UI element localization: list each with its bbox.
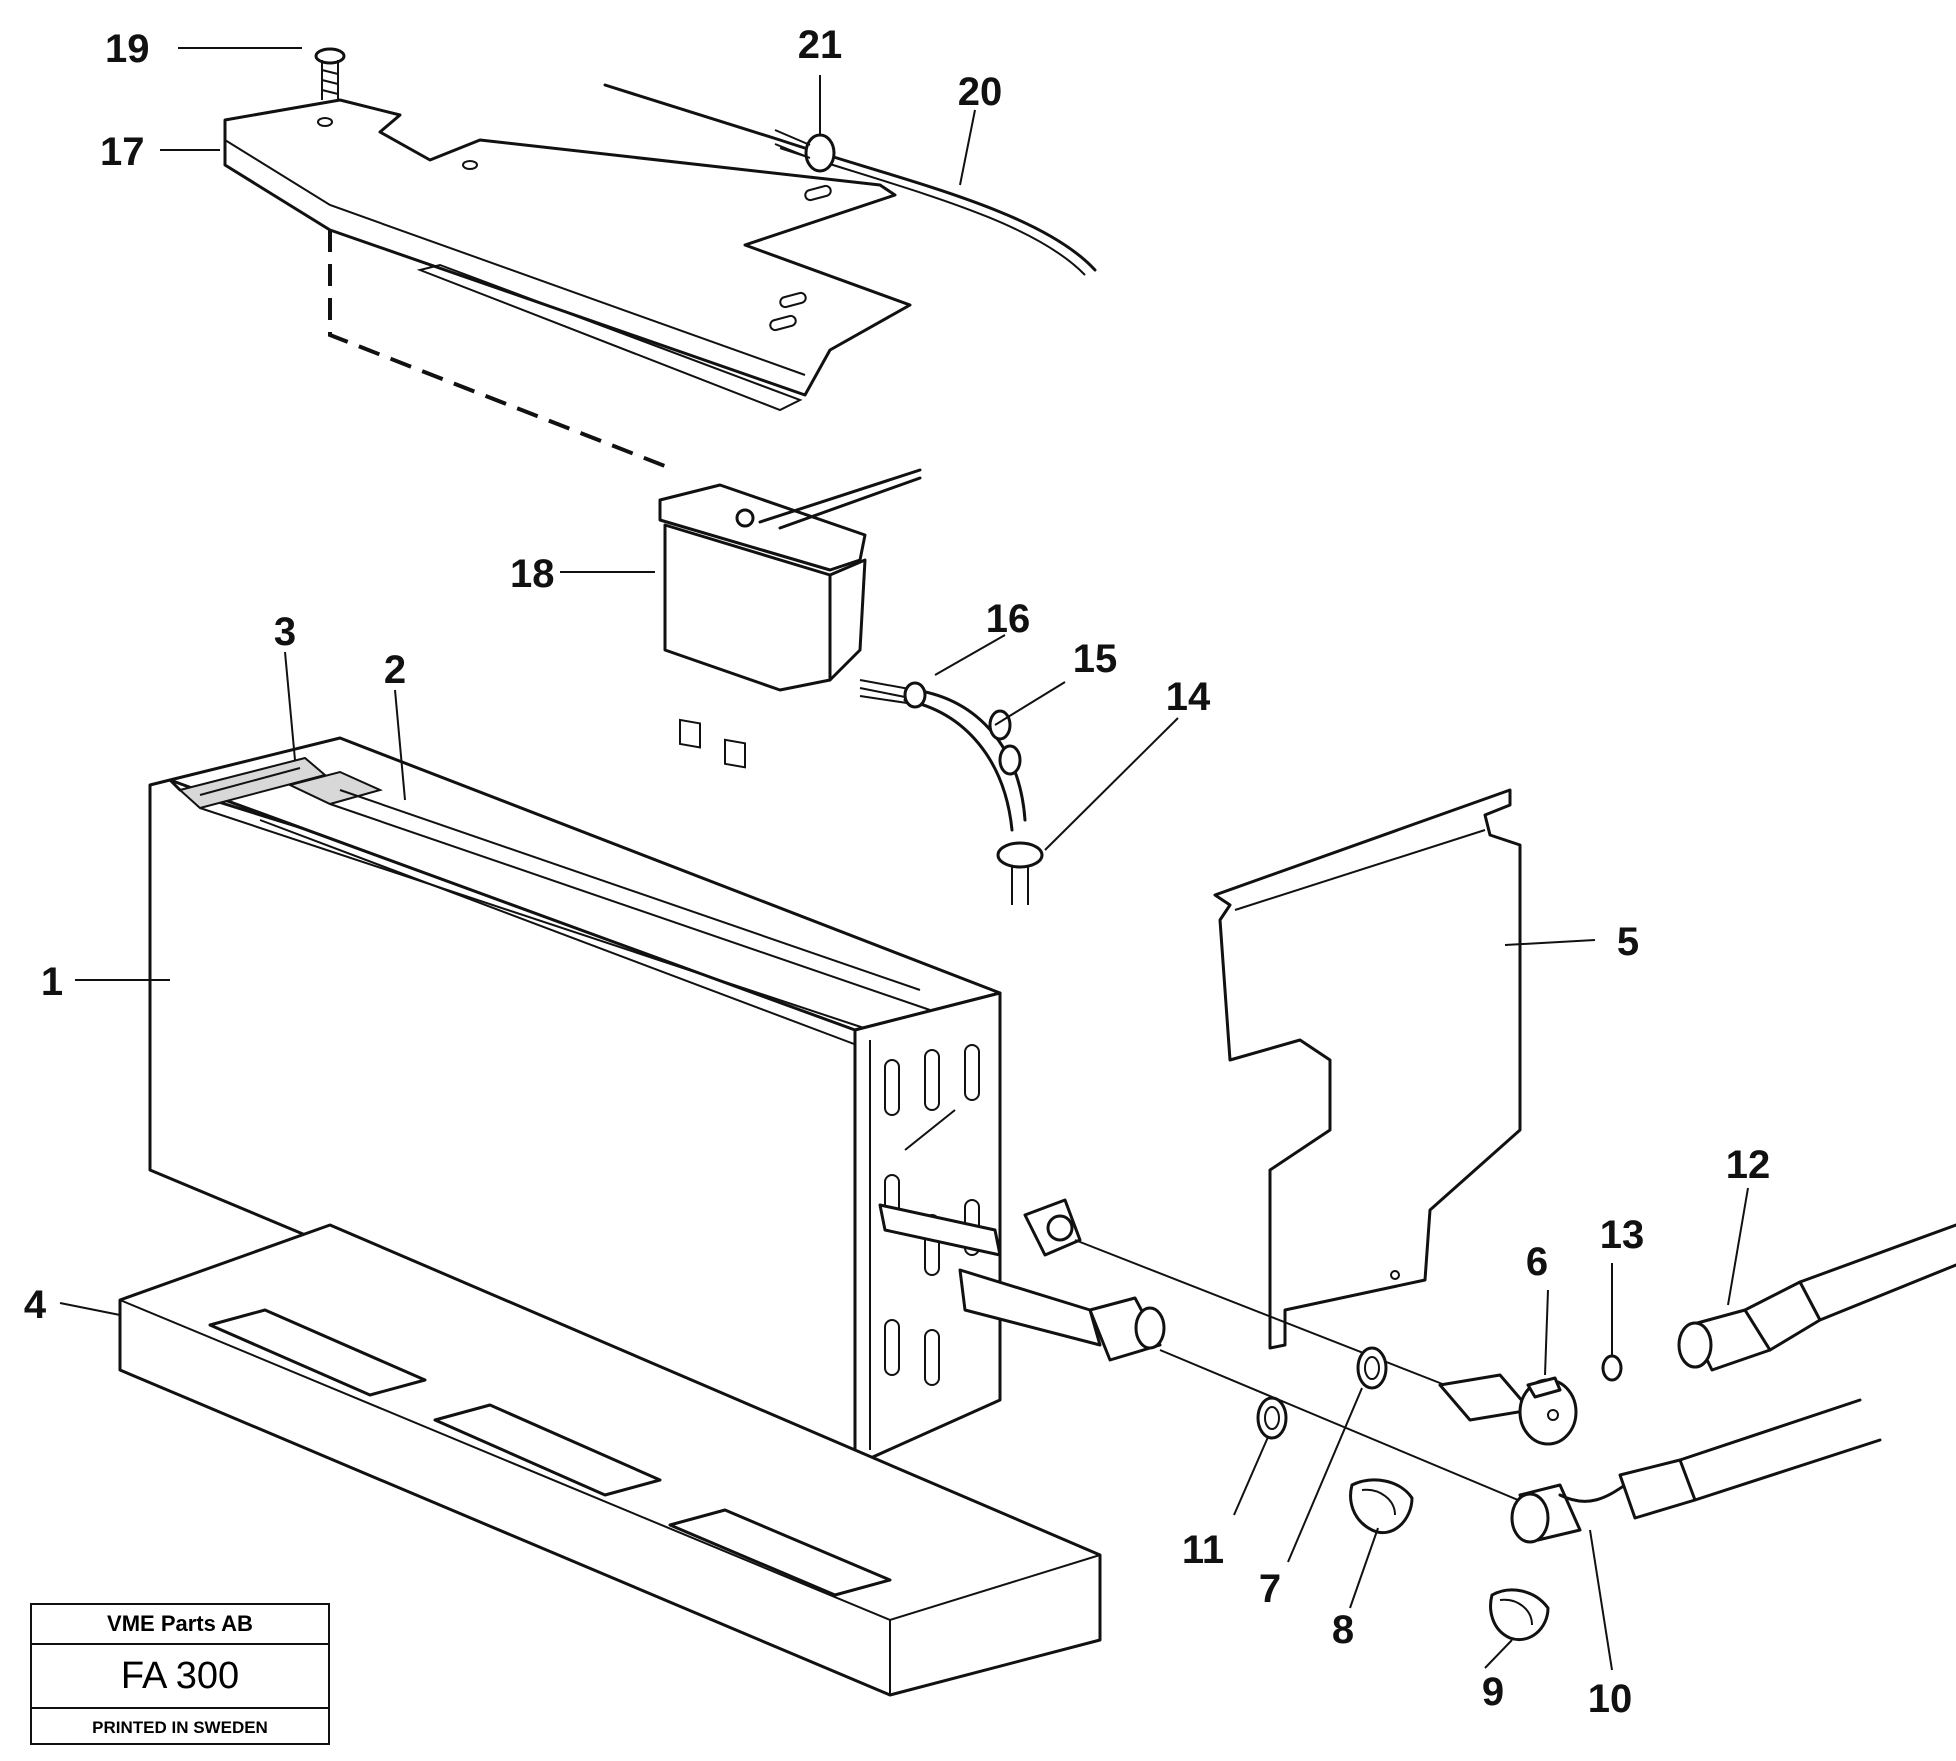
callout-20: 20 <box>958 70 1003 114</box>
callout-9: 9 <box>1482 1670 1504 1714</box>
callout-4: 4 <box>24 1283 47 1327</box>
callout-2: 2 <box>384 648 406 692</box>
printed-in: PRINTED IN SWEDEN <box>92 1718 268 1737</box>
callout-21: 21 <box>798 23 843 67</box>
part-17-bracket <box>223 98 912 472</box>
callout-labels: 19 17 21 20 18 3 2 1 4 5 16 15 14 12 13 … <box>24 23 1770 1721</box>
callout-18: 18 <box>510 552 555 596</box>
part-12-hose <box>1677 1223 1956 1372</box>
part-pipe-upper <box>878 1198 1446 1386</box>
part-14-grommet <box>996 841 1044 905</box>
part-9-clamp <box>1489 1588 1550 1641</box>
leader-lines <box>59 47 1749 1671</box>
callout-19: 19 <box>105 27 150 71</box>
callout-5: 5 <box>1617 920 1639 964</box>
callout-13: 13 <box>1600 1213 1645 1257</box>
callout-15: 15 <box>1073 637 1118 681</box>
part-5-cover <box>1213 788 1522 1350</box>
part-11-washer <box>1256 1396 1288 1440</box>
part-15-hose <box>859 679 1027 832</box>
callout-1: 1 <box>41 960 63 1004</box>
part-7-washer <box>1356 1346 1388 1390</box>
part-18-switch <box>658 468 922 769</box>
callout-8: 8 <box>1332 1608 1354 1652</box>
figure-code: FA 300 <box>32 1645 328 1709</box>
part-3-seal <box>199 767 301 796</box>
callout-17: 17 <box>100 130 145 174</box>
part-2-filter <box>339 789 921 991</box>
part-16-sleeve <box>903 681 927 709</box>
callout-11: 11 <box>1182 1528 1224 1572</box>
part-13-ring <box>1601 1354 1623 1382</box>
callout-6: 6 <box>1526 1240 1548 1284</box>
callout-16: 16 <box>986 597 1031 641</box>
title-block: VME Parts AB FA 300 PRINTED IN SWEDEN <box>30 1603 330 1745</box>
callout-12: 12 <box>1726 1143 1771 1187</box>
callout-3: 3 <box>274 610 296 654</box>
part-10-hose <box>1510 1398 1882 1544</box>
part-8-clamp <box>1349 1478 1414 1535</box>
part-19-screw <box>314 47 346 100</box>
part-1-housing <box>148 736 1002 1467</box>
callout-10: 10 <box>1588 1677 1633 1721</box>
part-21-clip <box>774 129 836 173</box>
part-6-valve <box>1438 1373 1578 1446</box>
callout-14: 14 <box>1166 675 1211 719</box>
callout-7: 7 <box>1259 1567 1281 1611</box>
company-name: VME Parts AB <box>32 1605 328 1645</box>
part-4-base <box>118 1223 1102 1697</box>
